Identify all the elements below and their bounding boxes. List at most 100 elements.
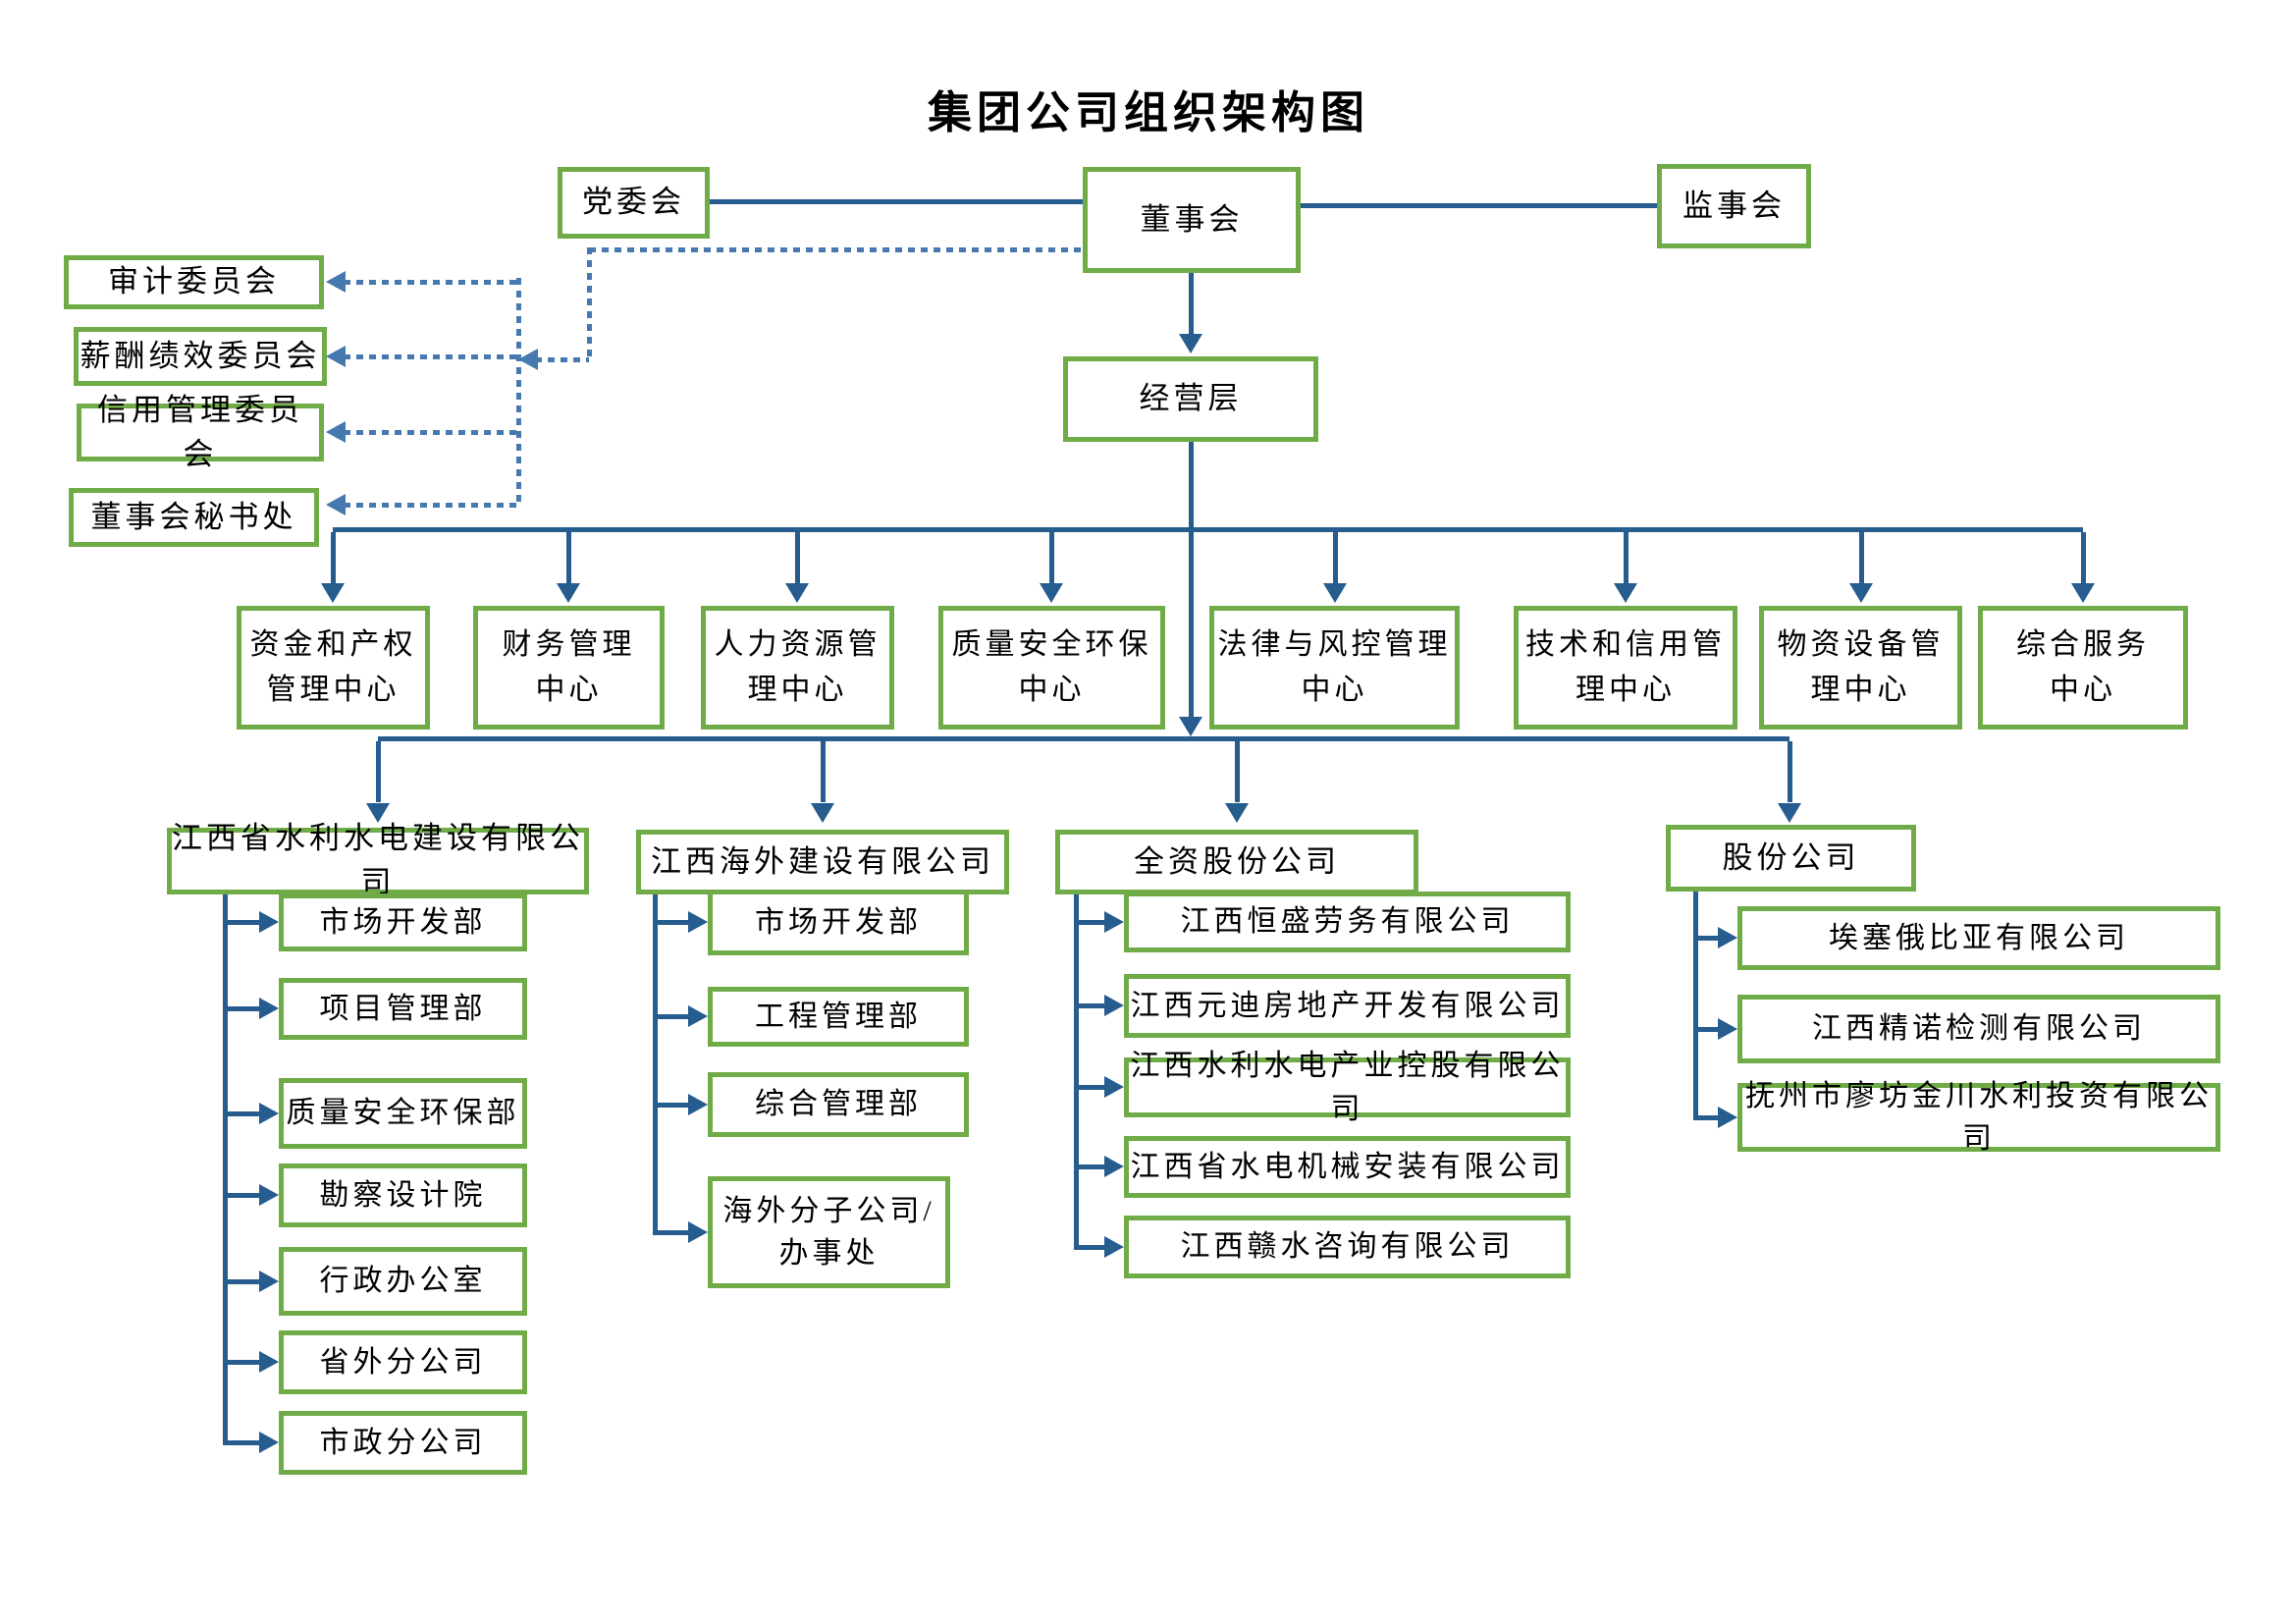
- arrowhead-right: [259, 1432, 279, 1453]
- arrowhead-down: [2071, 583, 2095, 603]
- node-center-finance: 财务管理中心: [473, 606, 665, 730]
- dotted-connector-line: [344, 354, 518, 359]
- node-board: 董事会: [1083, 167, 1301, 273]
- node-project-mgmt-dept: 项目管理部: [279, 978, 527, 1040]
- connector-line: [1693, 892, 1698, 1120]
- arrowhead-down: [366, 803, 390, 823]
- connector-line: [821, 741, 826, 802]
- connector-line: [1074, 1003, 1104, 1008]
- arrowhead-down: [1179, 334, 1202, 353]
- node-hengsheng-labor: 江西恒盛劳务有限公司: [1124, 892, 1571, 952]
- connector-line: [223, 1193, 259, 1198]
- node-yuandi-real-estate: 江西元迪房地产开发有限公司: [1124, 974, 1571, 1038]
- connector-line: [2081, 532, 2086, 583]
- connector-line: [331, 532, 336, 583]
- arrowhead-right: [259, 911, 279, 933]
- connector-line: [1788, 741, 1792, 802]
- arrowhead-right: [1104, 1236, 1124, 1258]
- connector-line: [1074, 894, 1079, 1249]
- connector-line: [710, 199, 1083, 204]
- node-admin-office: 行政办公室: [279, 1247, 527, 1316]
- arrowhead-down: [1040, 583, 1063, 603]
- connector-line: [653, 1230, 688, 1235]
- arrowhead-right: [688, 1221, 708, 1243]
- arrowhead-right: [688, 1005, 708, 1027]
- node-audit-committee: 审计委员会: [64, 255, 324, 309]
- arrowhead-right: [259, 1271, 279, 1292]
- node-center-general-services: 综合服务中心: [1978, 606, 2188, 730]
- arrowhead-down: [811, 803, 834, 823]
- arrowhead-right: [1718, 1107, 1737, 1128]
- node-municipal-branch: 市政分公司: [279, 1411, 527, 1475]
- arrowhead-right: [1104, 911, 1124, 933]
- node-center-hr: 人力资源管理中心: [701, 606, 894, 730]
- connector-line: [1333, 532, 1338, 583]
- connector-line: [653, 894, 658, 1234]
- arrowhead-down: [785, 583, 809, 603]
- node-center-legal-risk: 法律与风控管理中心: [1209, 606, 1460, 730]
- arrowhead-right: [259, 1103, 279, 1124]
- connector-line: [1301, 203, 1657, 208]
- connector-line: [223, 1360, 259, 1365]
- arrowhead-down: [1778, 803, 1801, 823]
- dotted-connector-line: [344, 503, 518, 508]
- node-center-qshe: 质量安全环保中心: [938, 606, 1165, 730]
- dotted-connector-line: [589, 247, 1083, 252]
- arrowhead-right: [1104, 1156, 1124, 1177]
- node-qshe-dept: 质量安全环保部: [279, 1078, 527, 1149]
- arrowhead-down: [1323, 583, 1347, 603]
- connector-line: [1693, 936, 1718, 941]
- node-supervisory-board: 监事会: [1657, 164, 1811, 248]
- arrowhead-down: [1614, 583, 1637, 603]
- arrowhead-right: [688, 911, 708, 933]
- arrowhead-down: [1225, 803, 1249, 823]
- arrowhead-down: [1849, 583, 1873, 603]
- node-management-level: 经营层: [1063, 356, 1318, 442]
- node-out-of-province-branch: 省外分公司: [279, 1330, 527, 1394]
- connector-line: [1074, 920, 1104, 925]
- arrowhead-down: [557, 583, 580, 603]
- dotted-connector-line: [344, 430, 518, 435]
- arrowhead-left: [326, 271, 346, 293]
- node-general-mgmt-dept: 综合管理部: [708, 1072, 969, 1137]
- node-party-committee: 党委会: [558, 167, 710, 239]
- connector-line: [333, 527, 2083, 532]
- arrowhead-right: [1718, 1018, 1737, 1040]
- node-compensation-committee: 薪酬绩效委员会: [74, 327, 327, 386]
- node-market-dev-dept-1: 市场开发部: [279, 893, 527, 951]
- node-jingnuo-testing: 江西精诺检测有限公司: [1737, 995, 2220, 1063]
- connector-line: [1074, 1164, 1104, 1169]
- node-overseas-branches-offices: 海外分子公司/ 办事处: [708, 1176, 950, 1288]
- connector-line: [566, 532, 571, 583]
- arrowhead-right: [1104, 995, 1124, 1016]
- arrowhead-left: [518, 349, 538, 370]
- connector-line: [1859, 532, 1864, 583]
- dotted-connector-line: [535, 357, 589, 362]
- arrowhead-left: [326, 494, 346, 515]
- node-center-materials-equipment: 物资设备管理中心: [1759, 606, 1962, 730]
- connector-line: [1235, 741, 1240, 802]
- dotted-connector-line: [516, 278, 521, 508]
- connector-line: [1693, 1115, 1718, 1120]
- connector-line: [223, 894, 228, 1445]
- node-board-secretariat: 董事会秘书处: [69, 488, 319, 547]
- node-ganshui-consulting: 江西赣水咨询有限公司: [1124, 1216, 1571, 1278]
- node-shareholding-companies: 股份公司: [1666, 825, 1916, 892]
- node-subsidiary-water-conservancy: 江西省水利水电建设有限公司: [167, 821, 589, 899]
- node-market-dev-dept-2: 市场开发部: [708, 890, 969, 955]
- connector-line: [653, 1103, 688, 1108]
- arrowhead-down: [321, 583, 345, 603]
- arrowhead-right: [259, 998, 279, 1019]
- connector-line: [1074, 1245, 1104, 1250]
- arrowhead-down: [1179, 717, 1202, 736]
- node-center-funds-property: 资金和产权管理中心: [237, 606, 430, 730]
- arrowhead-right: [259, 1184, 279, 1206]
- node-center-tech-credit: 技术和信用管理中心: [1514, 606, 1737, 730]
- arrowhead-right: [1104, 1076, 1124, 1098]
- connector-line: [223, 1440, 259, 1445]
- arrowhead-right: [688, 1094, 708, 1115]
- dotted-connector-line: [587, 247, 592, 359]
- arrowhead-left: [326, 421, 346, 443]
- node-survey-design-institute: 勘察设计院: [279, 1164, 527, 1227]
